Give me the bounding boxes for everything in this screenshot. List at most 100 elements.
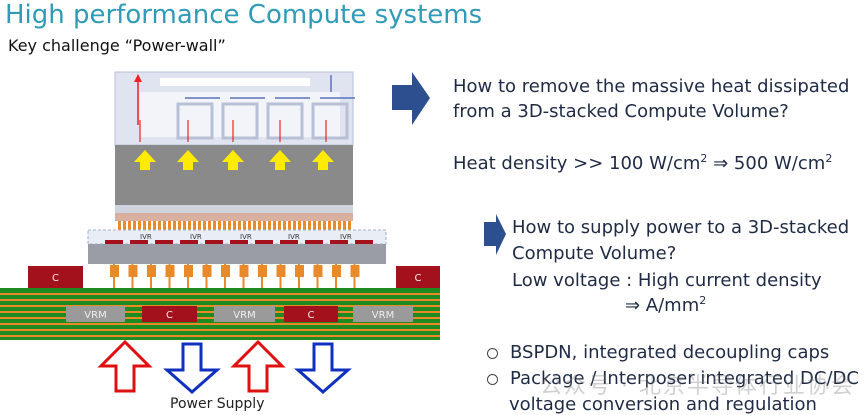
capacitor-label: C [52, 273, 59, 284]
integrated-cap [355, 240, 373, 244]
micro-bump [278, 221, 281, 230]
heat-density-prefix: Heat density >> 100 W/cm [453, 153, 701, 174]
micro-bump [293, 221, 296, 230]
micro-bump [158, 221, 161, 230]
power-question-line2: Compute Volume? [512, 243, 677, 264]
cold-plate [114, 71, 355, 146]
micro-bump [173, 221, 176, 230]
bullet-text: Package / Interposer integrated DC/DC [510, 368, 859, 389]
slide-subtitle: Key challenge “Power-wall” [8, 36, 226, 55]
micro-bump [223, 221, 226, 230]
power-in-arrow-icon [230, 339, 286, 393]
ivr-label: IVR [190, 233, 202, 241]
via [316, 264, 319, 288]
micro-bump [208, 221, 211, 230]
power-question-line1: How to supply power to a 3D-stacked [512, 217, 850, 238]
vrm-label: VRM [233, 310, 255, 321]
micro-bump [238, 221, 241, 230]
micro-bump [228, 221, 231, 230]
power-line3: Low voltage : High current density [512, 270, 822, 291]
cooling-fin [266, 102, 304, 140]
board-trace [0, 299, 440, 301]
micro-bump [283, 221, 286, 230]
heat-density-target: ⇒ 500 W/cm [707, 153, 826, 174]
micro-bump [288, 221, 291, 230]
micro-bump [263, 221, 266, 230]
via [205, 264, 208, 288]
board-trace [0, 323, 440, 325]
micro-bump [148, 221, 151, 230]
via [242, 264, 245, 288]
board-trace [0, 293, 440, 295]
integrated-cap [330, 240, 348, 244]
via [150, 264, 152, 288]
ivr-label: IVR [288, 233, 300, 241]
via [131, 264, 134, 288]
micro-bump [328, 221, 331, 230]
micro-bump [163, 221, 166, 230]
bullet-text: BSPDN, integrated decoupling caps [510, 342, 830, 363]
capacitor-label: C [415, 273, 422, 284]
via [335, 264, 337, 288]
heat-question-line1: How to remove the massive heat dissipate… [453, 76, 850, 97]
integrated-cap [155, 240, 173, 244]
power-return-arrow-icon [294, 342, 352, 394]
via [279, 264, 282, 288]
power-line4: ⇒ A/mm2 [625, 294, 706, 316]
interposer [88, 244, 386, 264]
heat-question-arrow-icon [392, 72, 430, 125]
ivr-label: IVR [340, 233, 352, 241]
board-trace [0, 335, 440, 337]
bullet-item: BSPDN, integrated decoupling caps [487, 342, 829, 363]
heat-up-arrow-icon [222, 150, 244, 170]
bullet-circle-icon [487, 373, 498, 385]
board-trace [0, 329, 440, 331]
vrm [353, 306, 413, 322]
micro-bump [243, 221, 246, 230]
integrated-cap [280, 240, 298, 244]
heat-up-arrow-icon [269, 150, 291, 170]
micro-bump [313, 221, 316, 230]
via [224, 264, 226, 288]
superscript: 2 [825, 152, 833, 165]
bullet-circle-icon [487, 347, 498, 359]
capacitor [396, 266, 440, 288]
watermark: 公众号 · 北京半导体行业协会 [540, 374, 855, 399]
ivr-label: IVR [240, 233, 252, 241]
cooling-fin [176, 102, 214, 140]
integrated-cap [105, 240, 123, 244]
power-in-arrow-icon [97, 339, 153, 393]
micro-bump [128, 221, 131, 230]
heat-flow-arrows [134, 150, 334, 170]
power-return-arrow-icon [163, 342, 221, 394]
integrated-cap [255, 240, 273, 244]
integrated-cap [305, 240, 323, 244]
bullet-continuation: voltage conversion and regulation [509, 394, 817, 415]
vrm [66, 306, 125, 322]
heat-up-arrow-icon [177, 150, 199, 170]
bullet-item: Package / Interposer integrated DC/DC [487, 368, 859, 389]
micro-bump [133, 221, 136, 230]
micro-bump [168, 221, 171, 230]
cooling-fin [221, 102, 259, 140]
via [113, 264, 115, 288]
micro-bump [183, 221, 186, 230]
micro-bump [303, 221, 306, 230]
micro-bump [233, 221, 236, 230]
via [353, 264, 356, 288]
micro-bump [178, 221, 181, 230]
capacitor-label: C [166, 310, 173, 321]
superscript: 2 [700, 152, 708, 165]
via [187, 264, 189, 288]
micro-bump [138, 221, 141, 230]
micro-bump [333, 221, 336, 230]
cooling-fin [311, 102, 349, 140]
micro-bump [118, 221, 121, 230]
micro-bump [258, 221, 261, 230]
vrm-label: VRM [372, 310, 394, 321]
micro-bump [193, 221, 196, 230]
micro-bump [343, 221, 346, 230]
slide-title: High performance Compute systems [5, 0, 483, 30]
heat-up-arrow-icon [134, 150, 156, 170]
